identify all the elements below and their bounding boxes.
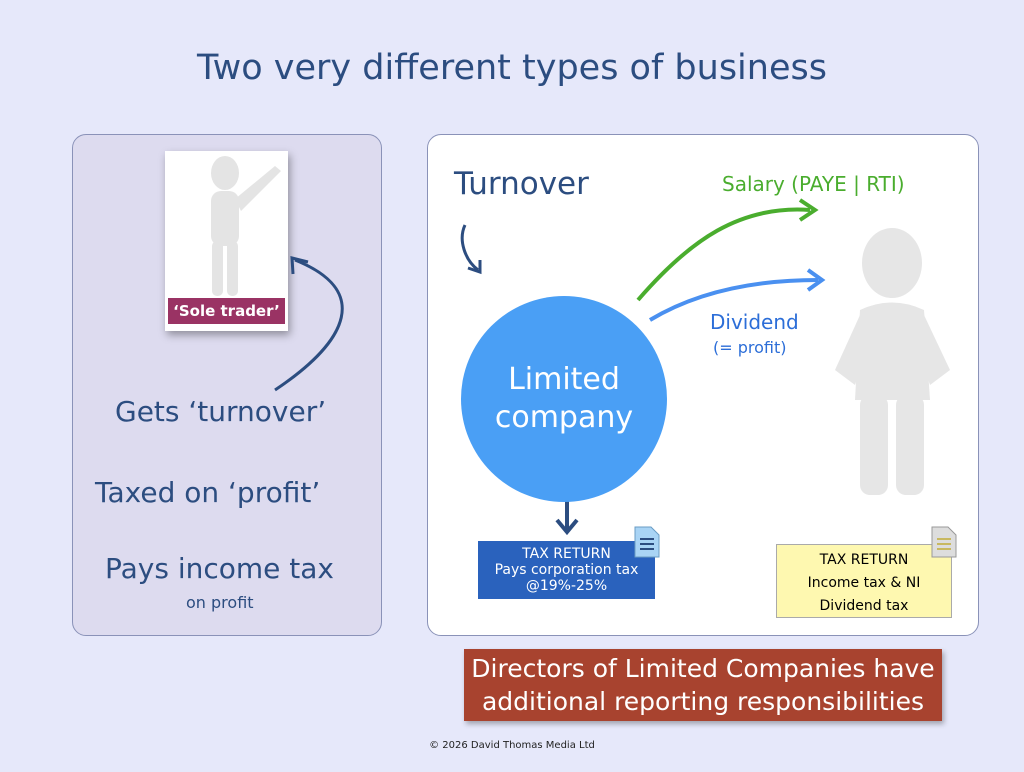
corp-return-line: Pays corporation tax [494, 562, 639, 578]
turnover-arrow [460, 224, 479, 272]
taxed-on-profit-text: Taxed on ‘profit’ [95, 476, 321, 509]
company-line2: company [494, 400, 634, 435]
pays-income-tax-text: Pays income tax [105, 552, 335, 585]
copyright: © 2026 David Thomas Media Ltd [429, 740, 595, 751]
document-icon [634, 526, 660, 558]
dividend-sub-label: (= profit) [713, 338, 787, 357]
corp-return-rate: @19%-25% [525, 578, 608, 594]
gets-turnover-text: Gets ‘turnover’ [115, 395, 327, 428]
slide-title: Two very different types of business [197, 48, 827, 88]
banner-line2: additional reporting responsibilities [481, 687, 925, 716]
sole-trader-label: ‘Sole trader’ [168, 298, 285, 324]
director-figure-icon [835, 228, 950, 495]
document-icon [931, 526, 957, 558]
turnover-label: Turnover [454, 166, 589, 202]
on-profit-text: on profit [186, 593, 254, 612]
personal-tax-return-box: TAX RETURN Income tax & NI Dividend tax [776, 544, 952, 618]
curved-arrow-icon [274, 256, 344, 392]
personal-return-line1: Income tax & NI [807, 575, 921, 591]
personal-return-line2: Dividend tax [819, 598, 909, 614]
dividend-arrow [648, 278, 819, 322]
personal-return-title: TAX RETURN [819, 552, 909, 568]
corp-return-title: TAX RETURN [522, 546, 611, 562]
directors-banner: Directors of Limited Companies have addit… [464, 649, 942, 721]
banner-line1: Directors of Limited Companies have [471, 654, 935, 683]
company-line1: Limited [508, 362, 620, 397]
salary-arrow [636, 207, 811, 302]
salary-label: Salary (PAYE | RTI) [722, 172, 905, 196]
dividend-label: Dividend [710, 310, 799, 334]
waving-person-icon [211, 156, 281, 296]
